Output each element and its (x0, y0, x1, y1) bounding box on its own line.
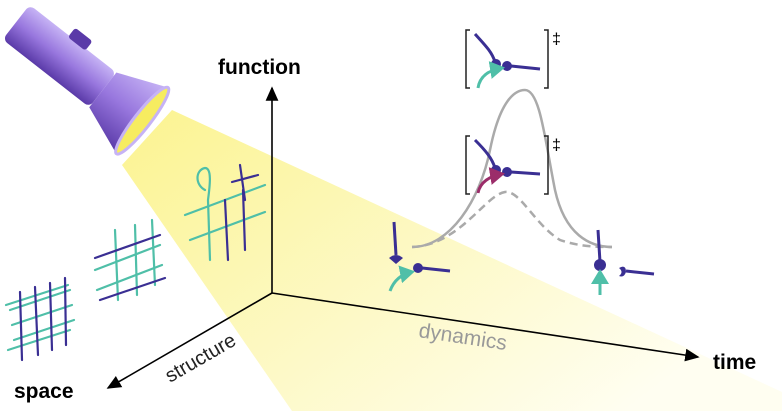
structure-label: structure (162, 329, 240, 387)
flashlight-icon (5, 7, 171, 156)
double-dagger: ‡ (552, 31, 561, 48)
catalyzed-barrier-curve (411, 190, 613, 249)
time-axis (271, 292, 700, 362)
axes (106, 86, 700, 389)
transition-state-2: ‡ (465, 135, 561, 195)
product-molecule (591, 229, 655, 295)
light-beam (122, 110, 782, 411)
space-axis (106, 292, 273, 389)
lattice-grid-2 (93, 218, 167, 302)
lattice-grid-1 (4, 276, 76, 362)
lattice-grid-3 (183, 163, 267, 262)
reactant-molecule (388, 221, 451, 292)
double-dagger: ‡ (552, 137, 561, 154)
transition-state-1: ‡ (465, 29, 561, 89)
energy-barrier-curve (411, 88, 613, 249)
time-label: time (713, 351, 756, 374)
space-label: space (14, 380, 74, 403)
function-label: function (218, 56, 301, 79)
